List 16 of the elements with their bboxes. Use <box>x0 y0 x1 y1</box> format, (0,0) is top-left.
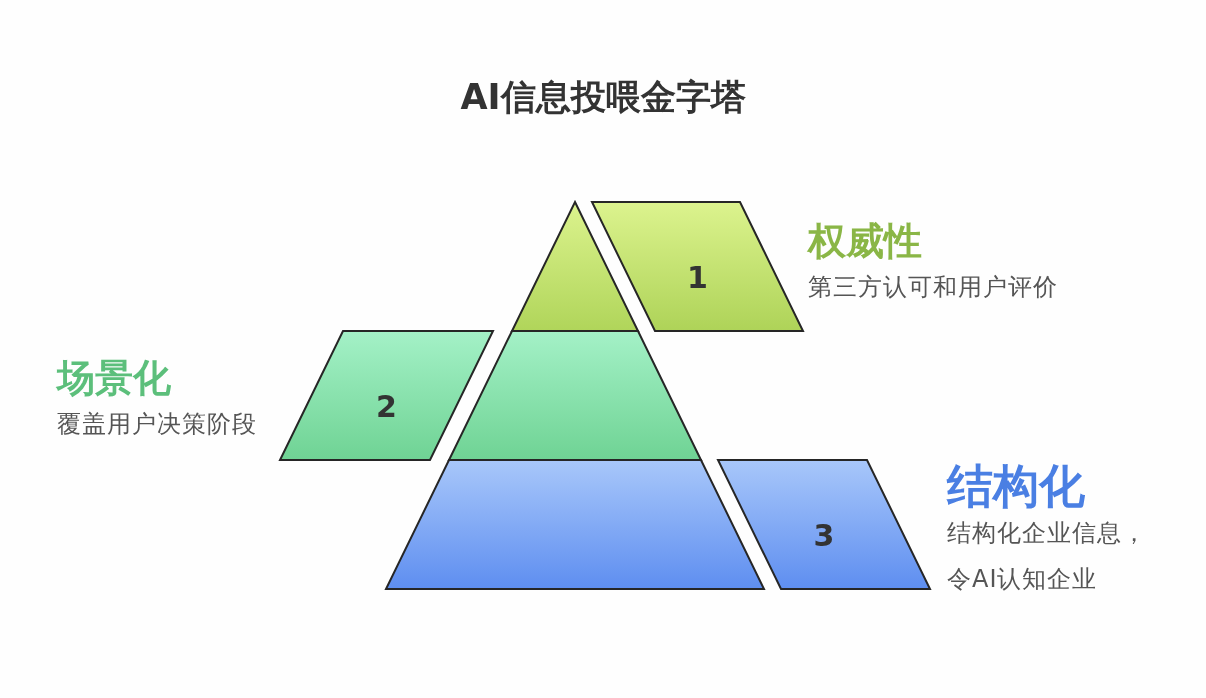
trapezoid-tier <box>449 331 701 460</box>
diagram-title: AI信息投喂金字塔 <box>460 78 746 117</box>
triangle-tier <box>512 202 638 331</box>
tier-description: 覆盖用户决策阶段 <box>57 408 257 439</box>
parallelogram-card <box>718 460 930 589</box>
tier-heading: 结构化 <box>947 462 1085 511</box>
tier-heading: 场景化 <box>57 359 171 399</box>
step-number: 3 <box>813 520 835 551</box>
tier-description: 第三方认可和用户评价 <box>808 271 1058 302</box>
tier-heading: 权威性 <box>808 222 922 262</box>
trapezoid-tier <box>386 460 764 589</box>
parallelogram-card <box>592 202 803 331</box>
step-number: 2 <box>376 391 397 422</box>
step-number: 1 <box>687 262 708 293</box>
tier-description: 结构化企业信息，令AI认知企业 <box>947 518 1148 596</box>
parallelogram-card <box>280 331 493 460</box>
